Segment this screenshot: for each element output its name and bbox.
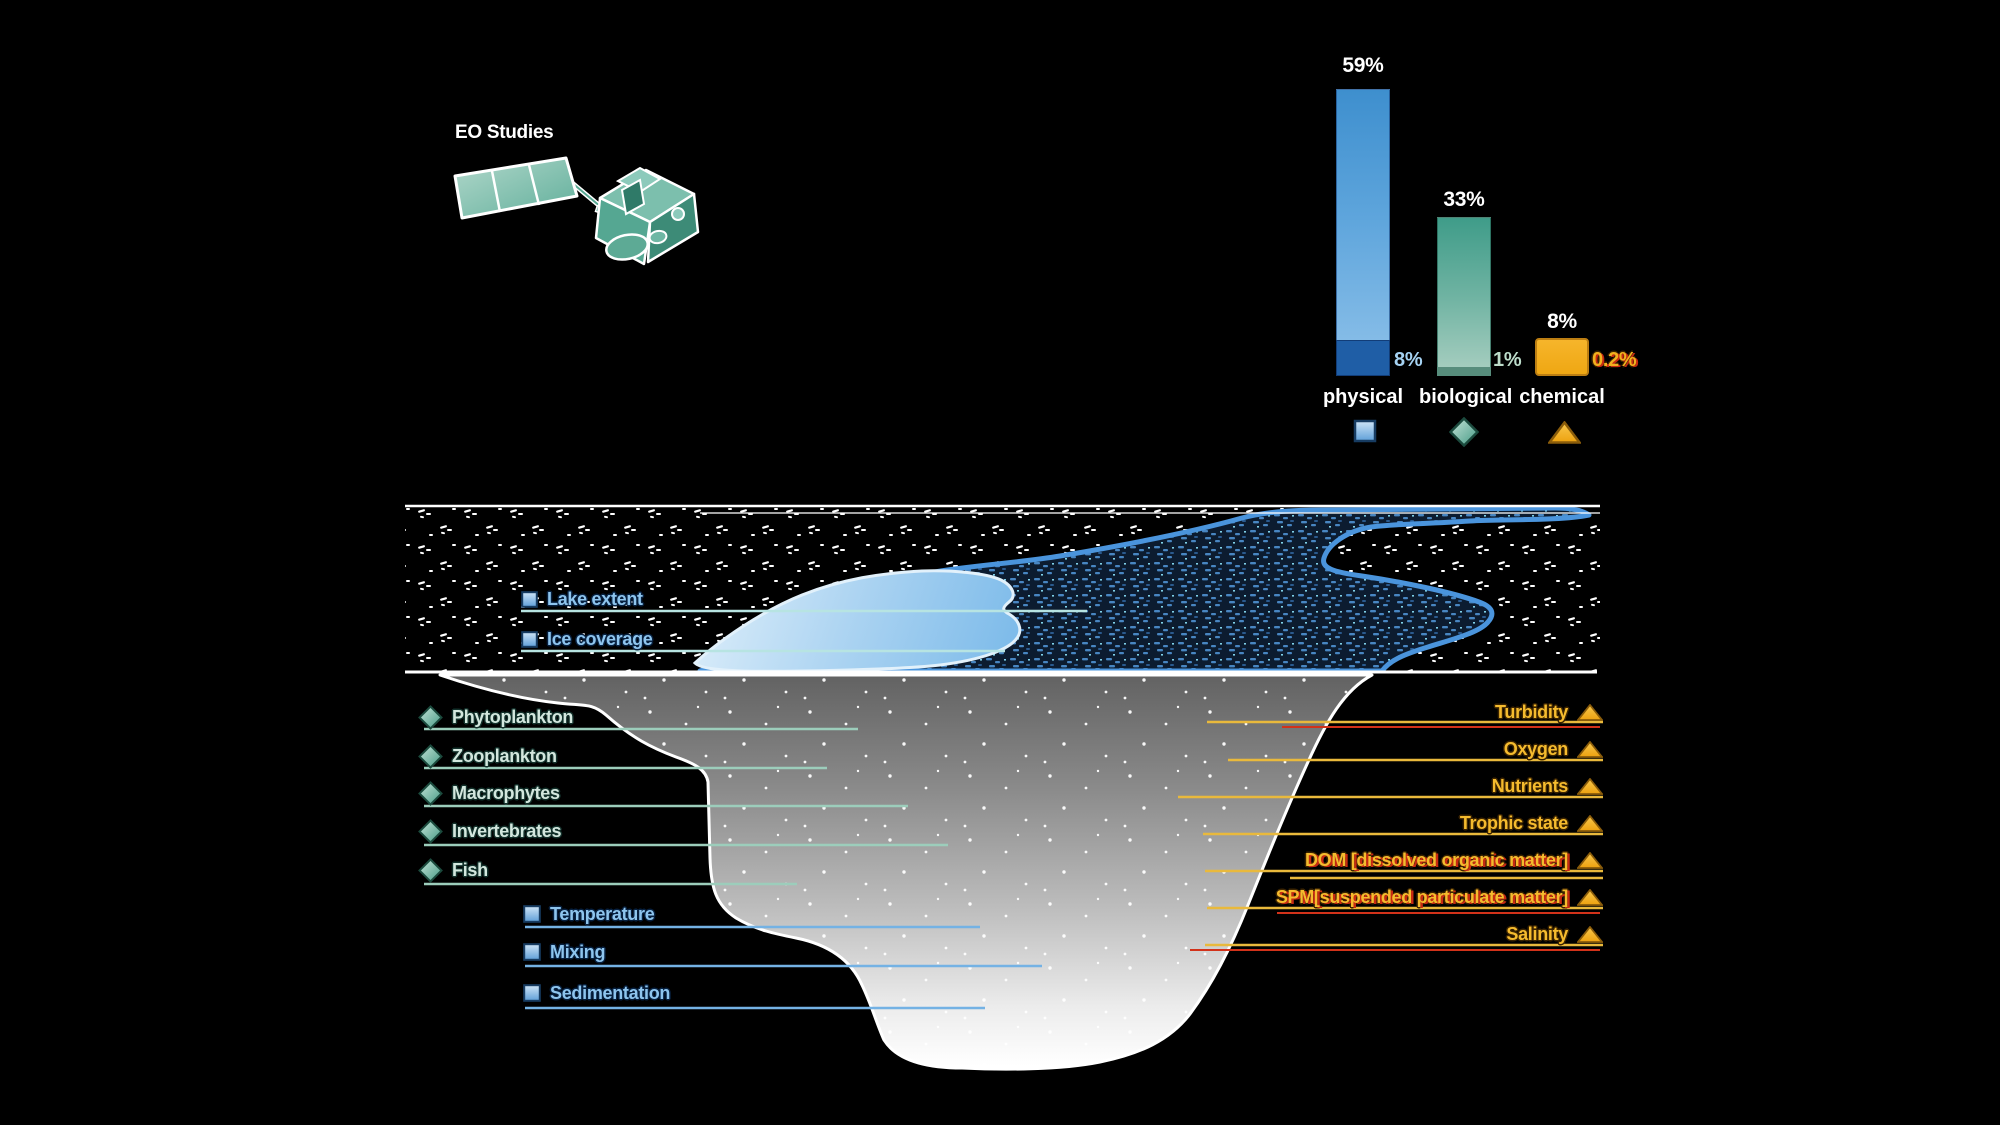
category-label-physical: physical (1322, 386, 1404, 408)
lake-surface-band (405, 504, 1600, 674)
triangle-marker-icon (1577, 851, 1603, 869)
satellite-illustration (453, 156, 700, 266)
leader-lines-red-accent (1190, 726, 1600, 951)
turbidity-label: Turbidity (1495, 702, 1568, 722)
page-title: EO Studies (455, 122, 554, 143)
lake-extent-label: Lake extent (547, 589, 643, 609)
diamond-marker-icon (418, 704, 443, 730)
triangle-marker-icon (1577, 777, 1603, 795)
bar-subset-value-physical: 8% (1394, 349, 1423, 371)
diamond-marker-icon (418, 780, 443, 806)
category-label-chemical: chemical (1519, 386, 1605, 408)
ice-coverage-label: Ice coverage (547, 629, 653, 649)
label-row-invertebrates: Invertebrates (418, 818, 561, 844)
label-row-spm: SPM[suspended particulate matter] (1276, 884, 1603, 910)
triangle-marker-icon (1548, 421, 1581, 444)
temperature-label: Temperature (550, 904, 655, 924)
bar-physical-subset (1336, 340, 1390, 376)
oxygen-label: Oxygen (1503, 739, 1569, 759)
label-row-oxygen: Oxygen (1504, 736, 1603, 762)
invertebrates-label: Invertebrates (452, 821, 562, 841)
leader-lines-surface (521, 609, 1087, 653)
bar-subset-value-biological: 1% (1493, 349, 1522, 371)
salinity-label: Salinity (1506, 924, 1568, 944)
spm-label: SPM[suspended particulate matter] (1275, 887, 1568, 907)
trophic-state-label: Trophic state (1459, 813, 1568, 833)
square-marker-icon (521, 630, 538, 648)
triangle-marker-icon (1577, 925, 1603, 943)
leader-lines-chemical (1178, 720, 1603, 947)
phytoplankton-label: Phytoplankton (452, 707, 574, 727)
square-marker-icon (1353, 419, 1377, 443)
triangle-marker-icon (1577, 814, 1603, 832)
diamond-marker-icon (1449, 417, 1479, 447)
macrophytes-label: Macrophytes (452, 783, 560, 803)
basin-sediment-dots (440, 675, 1372, 1070)
dom-label: DOM [dissolved organic matter] (1304, 850, 1568, 870)
triangle-marker-icon (1577, 703, 1603, 721)
square-marker-icon (521, 590, 538, 608)
label-row-phytoplankton: Phytoplankton (418, 704, 573, 730)
nutrients-label: Nutrients (1491, 776, 1569, 796)
square-marker-icon (523, 905, 541, 923)
label-row-lake-extent: Lake extent (521, 586, 643, 612)
leader-lines-physical (525, 925, 1042, 1010)
bar-biological (1437, 217, 1491, 376)
zooplankton-label: Zooplankton (452, 746, 557, 766)
lake-basin-cross-section (438, 673, 1374, 1071)
label-row-temperature: Temperature (523, 901, 655, 927)
bar-value-chemical: 8% (1547, 310, 1577, 333)
label-row-zooplankton: Zooplankton (418, 743, 557, 769)
bar-value-biological: 33% (1443, 188, 1485, 211)
diamond-marker-icon (418, 743, 443, 769)
label-row-macrophytes: Macrophytes (418, 780, 560, 806)
leader-lines-biological (424, 727, 948, 886)
mixing-label: Mixing (550, 942, 606, 962)
sedimentation-label: Sedimentation (550, 983, 671, 1003)
diamond-marker-icon (418, 857, 443, 883)
label-row-nutrients: Nutrients (1492, 773, 1603, 799)
label-row-fish: Fish (418, 857, 488, 883)
category-label-biological: biological (1419, 386, 1513, 408)
lake-extent-shape (692, 569, 1022, 673)
label-row-ice-coverage: Ice coverage (521, 626, 653, 652)
bar-chemical (1535, 338, 1589, 376)
bar-physical (1336, 89, 1390, 376)
square-marker-icon (523, 943, 541, 961)
label-row-salinity: Salinity (1506, 921, 1603, 947)
label-row-dom: DOM [dissolved organic matter] (1305, 847, 1603, 873)
fish-label: Fish (452, 860, 488, 880)
triangle-marker-icon (1577, 888, 1603, 906)
triangle-marker-icon (1577, 740, 1603, 758)
diamond-marker-icon (418, 818, 443, 844)
label-row-mixing: Mixing (523, 939, 606, 965)
bar-subset-value-chemical: 0.2% (1592, 349, 1637, 371)
bar-biological-subset (1437, 367, 1491, 376)
bar-value-physical: 59% (1342, 54, 1384, 77)
label-row-turbidity: Turbidity (1495, 699, 1603, 725)
label-row-trophic-state: Trophic state (1460, 810, 1603, 836)
square-marker-icon (523, 984, 541, 1002)
label-row-sedimentation: Sedimentation (523, 980, 670, 1006)
